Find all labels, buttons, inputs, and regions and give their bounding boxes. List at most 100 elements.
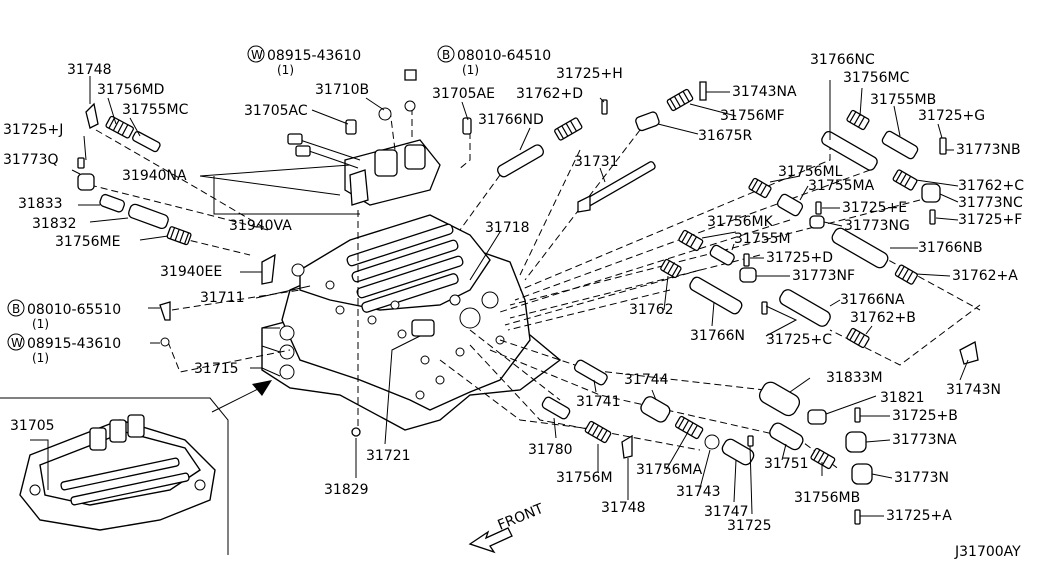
label-31725c: 31725+C (766, 332, 832, 348)
label-31756mc: 31756MC (843, 70, 910, 86)
label-31756mb: 31756MB (794, 490, 860, 506)
label-31762c: 31762+C (958, 178, 1024, 194)
bolt-marker-left: B (7, 299, 25, 317)
label-31741: 31741 (576, 394, 621, 410)
label-31762d: 31762+D (516, 86, 583, 102)
label-31711: 31711 (200, 290, 245, 306)
label-31829: 31829 (324, 482, 369, 498)
diagram-code: J31700AY (954, 544, 1021, 560)
front-arrow: FRONT (468, 501, 547, 554)
assembly-lines (89, 108, 981, 471)
label-31744: 31744 (624, 372, 669, 388)
label-08010-64510-top: 08010-64510 (457, 48, 551, 64)
label-31705ac: 31705AC (244, 103, 308, 119)
label-31766n: 31766N (690, 328, 745, 344)
spool-bores (346, 223, 464, 313)
solenoid-assembly (287, 133, 441, 206)
label-31725: 31725 (727, 518, 772, 534)
washer-marker-left: W (7, 333, 25, 351)
label-31773na: 31773NA (892, 432, 957, 448)
label-31766nb: 31766NB (918, 240, 983, 256)
label-31762: 31762 (629, 302, 674, 318)
label-31715: 31715 (194, 361, 239, 377)
label-31832: 31832 (32, 216, 77, 232)
label-31725h: 31725+H (556, 66, 623, 82)
label-31756ma: 31756MA (636, 462, 703, 478)
label-31721: 31721 (366, 448, 411, 464)
label-31773nc: 31773NC (958, 195, 1023, 211)
label-31762a: 31762+A (952, 268, 1018, 284)
label-08915-43610-top: 08915-43610 (267, 48, 361, 64)
part-labels: 31748 31756MD 31755MC 31725+J 31773Q 319… (3, 45, 1024, 560)
label-31773n: 31773N (894, 470, 949, 486)
label-31725b: 31725+B (892, 408, 958, 424)
label-31748-top: 31748 (67, 62, 112, 78)
label-31755mb: 31755MB (870, 92, 936, 108)
label-31756mk: 31756MK (707, 214, 774, 230)
label-08915-43610-left: 08915-43610 (27, 336, 121, 352)
washer-w-top: W (251, 48, 263, 62)
label-31940ee: 31940EE (160, 264, 222, 280)
label-31755mc: 31755MC (122, 102, 189, 118)
label-31756md: 31756MD (97, 82, 164, 98)
label-08010-left-qty: (1) (32, 317, 49, 331)
label-31725j: 31725+J (3, 122, 63, 138)
label-31755m: 31755M (734, 231, 791, 247)
label-31940na: 31940NA (122, 168, 187, 184)
label-08010-top-qty: (1) (462, 63, 479, 77)
label-08915-top-qty: (1) (277, 63, 294, 77)
label-31743na: 31743NA (732, 84, 797, 100)
label-31705ae: 31705AE (432, 86, 495, 102)
label-31940va: 31940VA (229, 218, 292, 234)
label-31725f: 31725+F (958, 212, 1022, 228)
label-31725g: 31725+G (918, 108, 985, 124)
label-31743n: 31743N (946, 382, 1001, 398)
direction-arrow (211, 380, 272, 413)
label-31766na: 31766NA (840, 292, 905, 308)
label-31710b: 31710B (315, 82, 369, 98)
label-31773nb: 31773NB (956, 142, 1021, 158)
label-31705: 31705 (10, 418, 55, 434)
label-31756ml: 31756ML (778, 164, 843, 180)
label-31725e: 31725+E (842, 200, 907, 216)
plate-holes (279, 263, 505, 400)
label-31773nf: 31773NF (792, 268, 855, 284)
bolt-b-left: B (12, 302, 20, 316)
label-31780: 31780 (528, 442, 573, 458)
label-31751: 31751 (764, 456, 809, 472)
label-31725a: 31725+A (886, 508, 952, 524)
washer-w-left: W (11, 336, 23, 350)
valve-parts (77, 69, 979, 525)
label-31766nd: 31766ND (478, 112, 544, 128)
label-31756me: 31756ME (55, 234, 120, 250)
label-31773ng: 31773NG (844, 218, 910, 234)
label-31821: 31821 (880, 390, 925, 406)
label-08010-65510-left: 08010-65510 (27, 302, 121, 318)
bolt-marker-top: B (437, 45, 455, 63)
label-31755ma: 31755MA (808, 178, 875, 194)
label-31762b: 31762+B (850, 310, 916, 326)
leader-lines (71, 76, 969, 517)
label-31731: 31731 (574, 154, 619, 170)
bolt-b-top: B (442, 48, 450, 62)
washer-marker-top: W (247, 45, 265, 63)
valve-body-assembly (261, 133, 562, 431)
label-31718: 31718 (485, 220, 530, 236)
label-08915-left-qty: (1) (32, 351, 49, 365)
label-31833: 31833 (18, 196, 63, 212)
label-31766nc: 31766NC (810, 52, 875, 68)
inset-spools (60, 414, 190, 506)
label-31747: 31747 (704, 504, 749, 520)
label-31675r: 31675R (698, 128, 753, 144)
filter-plate (411, 319, 435, 337)
label-31833m: 31833M (826, 370, 883, 386)
label-31725d: 31725+D (766, 250, 833, 266)
label-31773q: 31773Q (3, 152, 59, 168)
inset-valve-body-view (0, 397, 229, 555)
label-31743: 31743 (676, 484, 721, 500)
label-31756mf: 31756MF (720, 108, 785, 124)
label-31756m: 31756M (556, 470, 613, 486)
label-31748-bottom: 31748 (601, 500, 646, 516)
front-label: FRONT (496, 501, 547, 534)
